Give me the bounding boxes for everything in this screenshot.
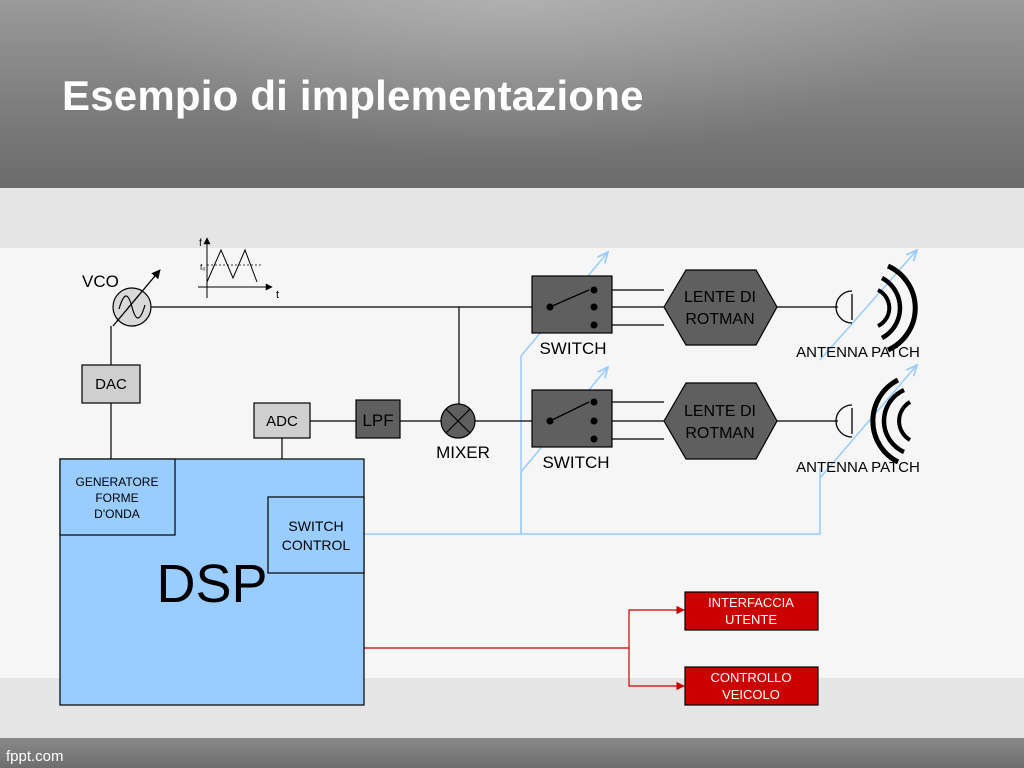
dac-block: DAC <box>81 364 141 404</box>
link-to-user-interface <box>364 605 685 649</box>
lens-2-label-line1: LENTE DI <box>684 403 756 420</box>
output-links <box>364 605 685 691</box>
antenna-steer-arrow-2 <box>819 365 917 479</box>
footer-bar <box>0 738 1024 768</box>
waveform-graph: f f₀ t <box>198 237 279 301</box>
vehicle-control-label-line1: CONTROLLO <box>711 670 792 685</box>
antenna-patch-1: ANTENNA PATCH <box>796 263 920 361</box>
mixer: MIXER <box>436 403 490 462</box>
footer-brand: fppt.com <box>6 748 64 765</box>
dac-label: DAC <box>95 376 127 393</box>
switch-1: SWITCH <box>531 275 613 358</box>
wave-icon <box>897 400 912 442</box>
signal-wires <box>110 289 838 459</box>
title-bar <box>0 0 1024 188</box>
antenna-2-label: ANTENNA PATCH <box>796 459 920 476</box>
wave-icon <box>877 288 892 328</box>
user-interface-label-line1: INTERFACCIA <box>708 595 794 610</box>
axis-f0-label: f₀ <box>200 263 206 272</box>
title-bar-highlight <box>0 0 1024 188</box>
generator-label-line2: FORME <box>95 491 138 505</box>
patch-antenna-icon <box>835 290 853 324</box>
triangular-waveform <box>206 248 258 283</box>
antenna-steer-arrow-1 <box>819 250 917 361</box>
slide-title: Esempio di implementazione <box>62 72 644 119</box>
rotman-lens-1: LENTE DI ROTMAN <box>663 269 778 346</box>
switch-control-label-line2: CONTROL <box>282 537 351 553</box>
generator-label-line3: D'ONDA <box>94 507 140 521</box>
adc-block: ADC <box>253 402 311 439</box>
mixer-label: MIXER <box>436 443 490 462</box>
vco: VCO <box>82 269 161 327</box>
user-interface-block: INTERFACCIA UTENTE <box>684 591 819 631</box>
switch-arm-icon <box>549 401 590 422</box>
rotman-lens-2: LENTE DI ROTMAN <box>663 382 778 460</box>
switch-control-main-line <box>364 468 821 535</box>
lens-1-label-line2: ROTMAN <box>685 311 754 328</box>
vehicle-control-block: CONTROLLO VEICOLO <box>684 666 819 706</box>
link-to-vehicle-control <box>628 648 685 691</box>
dsp-label: DSP <box>156 554 267 614</box>
user-interface-label-line2: UTENTE <box>725 612 777 627</box>
switch-arm-icon <box>549 289 590 308</box>
vco-label: VCO <box>82 272 119 291</box>
lens-1-label-line1: LENTE DI <box>684 289 756 306</box>
switch-control-label-line1: SWITCH <box>288 518 343 534</box>
antenna-1-label: ANTENNA PATCH <box>796 344 920 361</box>
patch-antenna-icon <box>835 404 853 438</box>
vehicle-control-label-line2: VEICOLO <box>722 687 780 702</box>
sine-icon <box>118 295 146 319</box>
switch-2: SWITCH <box>531 389 613 472</box>
switch-2-label: SWITCH <box>542 453 609 472</box>
axis-f-label: f <box>199 238 202 249</box>
lens-2-label-line2: ROTMAN <box>685 425 754 442</box>
axis-t-label: t <box>276 289 279 301</box>
adc-label: ADC <box>266 413 298 430</box>
waveform-generator-block: GENERATORE FORME D'ONDA <box>59 458 176 536</box>
generator-label-line1: GENERATORE <box>76 475 159 489</box>
tuning-arrow-icon <box>112 269 161 327</box>
antenna-patch-2: ANTENNA PATCH <box>796 377 920 476</box>
switch-1-label: SWITCH <box>539 339 606 358</box>
lpf-block: LPF <box>355 399 401 439</box>
switch-control-block: SWITCH CONTROL <box>267 496 365 574</box>
lpf-label: LPF <box>362 411 393 430</box>
switch-control-lines <box>364 250 917 535</box>
